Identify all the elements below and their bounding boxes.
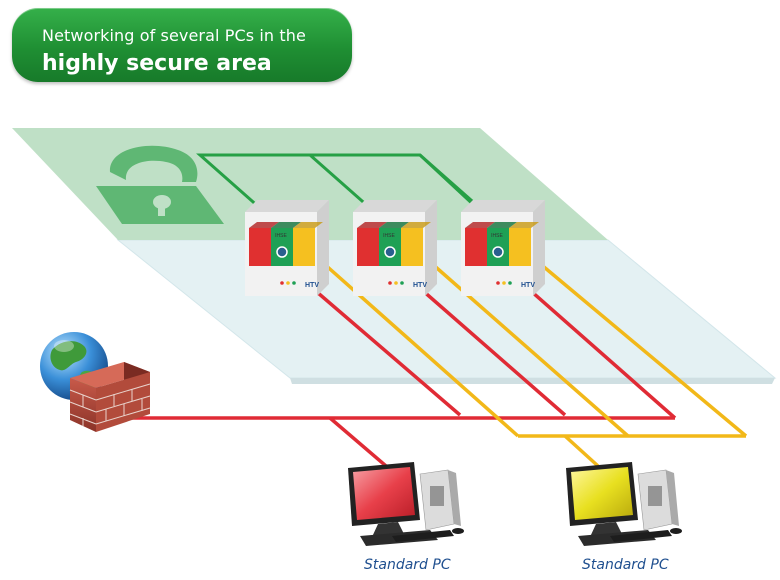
device-3: HTV IHSE xyxy=(461,200,545,296)
device-logo: IHSE xyxy=(491,233,503,239)
title-line-2: highly secure area xyxy=(42,51,272,76)
device-brand: HTV xyxy=(413,282,427,289)
device-logo: IHSE xyxy=(275,233,287,239)
device-brand: HTV xyxy=(521,282,535,289)
pc-label-1: Standard PC xyxy=(364,557,451,573)
title-banner: Networking of several PCs in the highly … xyxy=(12,8,352,82)
firewall-icon xyxy=(69,362,151,432)
plane-edge xyxy=(290,378,775,384)
standard-zone-plane xyxy=(116,239,777,379)
device-1: HTV IHSE xyxy=(245,200,329,296)
lock-icon xyxy=(96,145,224,224)
device-2: HTV IHSE xyxy=(353,200,437,296)
device-logo: IHSE xyxy=(383,233,395,239)
pc-label-2: Standard PC xyxy=(582,557,669,573)
standard-pc-2 xyxy=(566,462,682,546)
device-brand: HTV xyxy=(305,282,319,289)
title-line-1: Networking of several PCs in the xyxy=(42,26,306,45)
standard-pc-1 xyxy=(348,462,464,546)
